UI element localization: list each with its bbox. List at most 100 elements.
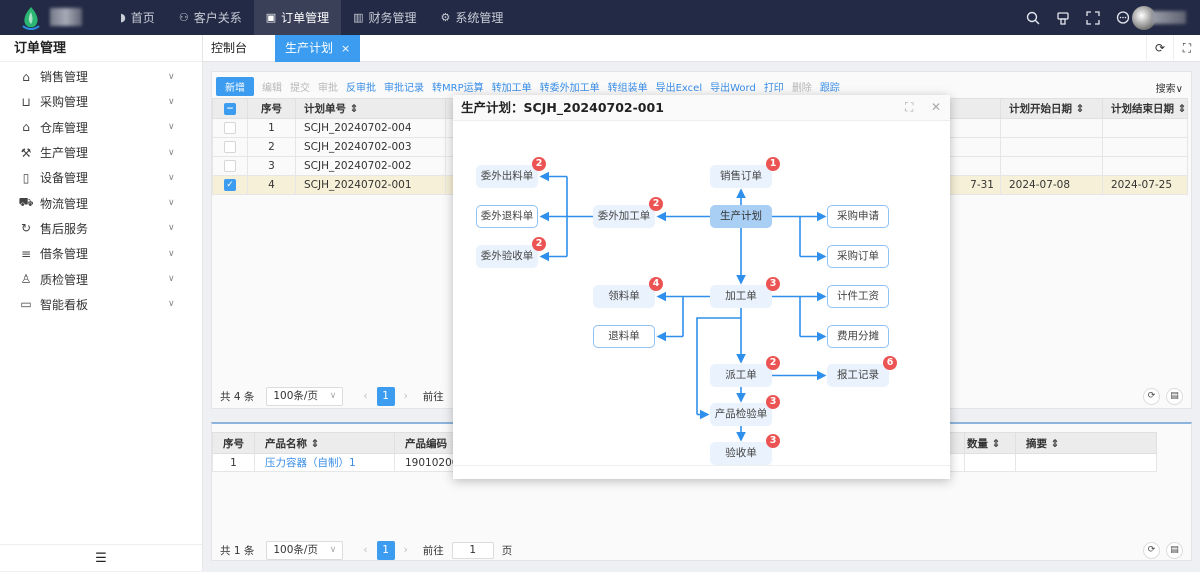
next-page-icon[interactable]: › bbox=[403, 544, 408, 556]
flow-node-pgd[interactable]: 派工单 bbox=[710, 364, 772, 387]
sidebar-item-truck[interactable]: ⛟物流管理∨ bbox=[0, 190, 202, 215]
theme-icon[interactable] bbox=[1056, 11, 1070, 25]
row-select[interactable] bbox=[212, 137, 248, 157]
row-checkbox[interactable] bbox=[224, 160, 236, 172]
tab-console[interactable]: 控制台 bbox=[211, 41, 248, 55]
flow-node-wwys[interactable]: 委外验收单 bbox=[476, 245, 538, 268]
flow-node-fyft[interactable]: 费用分摊 bbox=[827, 325, 889, 348]
flow-node-wwtl[interactable]: 委外退料单 bbox=[476, 205, 538, 228]
toolbar-action[interactable]: 打印 bbox=[763, 83, 784, 94]
row-checkbox[interactable]: ✓ bbox=[224, 179, 236, 191]
sidebar-item-warehouse[interactable]: ⌂仓库管理∨ bbox=[0, 115, 202, 140]
count-badge: 6 bbox=[883, 356, 897, 370]
flow-node-bgjl[interactable]: 报工记录 bbox=[827, 364, 889, 387]
row-checkbox[interactable] bbox=[224, 141, 236, 153]
search-icon[interactable] bbox=[1026, 11, 1040, 25]
sidebar-item-inspector[interactable]: ♙质检管理∨ bbox=[0, 266, 202, 291]
sidebar-item-production[interactable]: ⚒生产管理∨ bbox=[0, 140, 202, 165]
new-button[interactable]: 新增 bbox=[216, 77, 254, 96]
row-select[interactable] bbox=[212, 118, 248, 138]
refresh-icon[interactable]: ⟳ bbox=[1146, 35, 1173, 62]
fullscreen-icon[interactable]: ⛶ bbox=[1173, 35, 1200, 62]
row-checkbox[interactable] bbox=[224, 122, 236, 134]
sidebar-item-device[interactable]: ▯设备管理∨ bbox=[0, 165, 202, 190]
nav-home[interactable]: ◗首页 bbox=[108, 0, 167, 35]
flow-node-lld[interactable]: 领料单 bbox=[593, 285, 655, 308]
flow-node-wwcl[interactable]: 委外出料单 bbox=[476, 165, 538, 188]
page-number[interactable]: 1 bbox=[376, 540, 395, 560]
prev-page-icon[interactable]: ‹ bbox=[363, 544, 368, 556]
flow-node-jjgz[interactable]: 计件工资 bbox=[827, 285, 889, 308]
tab-production-plan[interactable]: 生产计划× bbox=[275, 35, 361, 62]
cell-plan-code[interactable]: SCJH_20240702-002 bbox=[295, 156, 446, 176]
nav-system[interactable]: ⚙系统管理 bbox=[429, 0, 516, 35]
refresh-icon[interactable]: ⟳ bbox=[1143, 388, 1160, 405]
save-icon[interactable]: ▤ bbox=[1166, 542, 1183, 559]
chevron-down-icon: ∨ bbox=[168, 248, 175, 259]
nav-customers[interactable]: ⚇客户关系 bbox=[167, 0, 254, 35]
page-size-select[interactable]: 100条/页∨ bbox=[266, 540, 344, 560]
flow-node-wwjg[interactable]: 委外加工单 bbox=[593, 205, 655, 228]
sidebar-item-sales[interactable]: ⌂销售管理∨ bbox=[0, 64, 202, 89]
toolbar-action[interactable]: 转加工单 bbox=[491, 83, 532, 94]
toolbar-action[interactable]: 导出Word bbox=[710, 83, 756, 94]
save-icon[interactable]: ▤ bbox=[1166, 388, 1183, 405]
nav-orders[interactable]: ▣订单管理 bbox=[253, 0, 342, 35]
col-product-name[interactable]: 产品名称 ⇕ bbox=[254, 432, 395, 454]
cell-product-name[interactable]: 压力容器（自制）1 bbox=[254, 453, 395, 472]
sidebar-item-label: 生产管理 bbox=[40, 146, 89, 161]
toolbar-action[interactable]: 转组装单 bbox=[607, 83, 648, 94]
search-toggle[interactable]: 搜索∨ bbox=[1155, 84, 1183, 95]
next-page-icon[interactable]: › bbox=[403, 390, 408, 402]
toolbar-action[interactable]: 反审批 bbox=[346, 83, 376, 94]
toolbar: 新增 编辑提交审批反审批审批记录转MRP运算转加工单转委外加工单转组装单导出Ex… bbox=[216, 77, 840, 96]
col-code[interactable]: 计划单号 ⇕ bbox=[295, 98, 446, 119]
toolbar-action[interactable]: 导出Excel bbox=[655, 83, 703, 94]
toolbar-action[interactable]: 审批记录 bbox=[384, 83, 424, 94]
close-tab-icon[interactable]: × bbox=[341, 42, 351, 55]
col-end[interactable]: 计划结束日期 ⇕ bbox=[1102, 98, 1188, 119]
flow-node-scjh[interactable]: 生产计划 bbox=[710, 205, 772, 228]
col-summary[interactable]: 摘要 ⇕ bbox=[1015, 432, 1157, 454]
refresh-icon[interactable]: ⟳ bbox=[1143, 542, 1160, 559]
prev-page-icon[interactable]: ‹ bbox=[363, 390, 368, 402]
col-quantity[interactable]: 数量 ⇕ bbox=[964, 432, 1016, 454]
row-select[interactable] bbox=[212, 156, 248, 176]
toolbar-action[interactable]: 跟踪 bbox=[819, 83, 840, 94]
maximize-icon[interactable]: ⛶ bbox=[905, 100, 914, 114]
sidebar-item-cart[interactable]: ⊔采购管理∨ bbox=[0, 89, 202, 114]
count-badge: 3 bbox=[766, 395, 780, 409]
flow-node-cpjy[interactable]: 产品检验单 bbox=[710, 403, 772, 426]
flow-node-cgdd[interactable]: 采购订单 bbox=[827, 245, 889, 268]
username-blurred[interactable] bbox=[1152, 11, 1186, 24]
sidebar-item-label: 设备管理 bbox=[40, 171, 89, 186]
flow-node-ysd[interactable]: 验收单 bbox=[710, 442, 772, 465]
fullscreen-icon[interactable] bbox=[1086, 10, 1100, 25]
flow-node-xsdd[interactable]: 销售订单 bbox=[710, 165, 772, 188]
select-all-checkbox[interactable]: − bbox=[224, 102, 236, 115]
col-start[interactable]: 计划开始日期 ⇕ bbox=[1000, 98, 1103, 119]
toolbar-action[interactable]: 转MRP运算 bbox=[432, 83, 484, 94]
message-icon[interactable] bbox=[1116, 10, 1130, 25]
sidebar-item-note[interactable]: ≡借条管理∨ bbox=[0, 241, 202, 266]
page-size-select[interactable]: 100条/页∨ bbox=[266, 386, 344, 406]
sidebar-item-dashboard[interactable]: ▭智能看板∨ bbox=[0, 292, 202, 317]
page-number[interactable]: 1 bbox=[376, 386, 395, 406]
cell-summary bbox=[1015, 453, 1157, 472]
select-all[interactable]: − bbox=[212, 98, 248, 119]
count-badge: 2 bbox=[649, 197, 663, 211]
nav-finance[interactable]: ▥财务管理 bbox=[341, 0, 428, 35]
flow-node-jgd[interactable]: 加工单 bbox=[710, 285, 772, 308]
toolbar-action[interactable]: 转委外加工单 bbox=[539, 83, 600, 94]
cell-plan-code[interactable]: SCJH_20240702-001 bbox=[295, 175, 446, 195]
row-select[interactable]: ✓ bbox=[212, 175, 248, 195]
collapse-menu-icon[interactable]: ☰ bbox=[0, 544, 202, 571]
cell-plan-code[interactable]: SCJH_20240702-004 bbox=[295, 118, 446, 138]
flow-node-tld[interactable]: 退料单 bbox=[593, 325, 655, 348]
close-icon[interactable]: ✕ bbox=[931, 100, 942, 114]
cell-plan-code[interactable]: SCJH_20240702-003 bbox=[295, 137, 446, 157]
goto-page-input[interactable]: 1 bbox=[451, 541, 494, 559]
sidebar-item-service[interactable]: ↻售后服务∨ bbox=[0, 216, 202, 241]
flow-node-cgsq[interactable]: 采购申请 bbox=[827, 205, 889, 228]
goto-label: 前往 bbox=[422, 544, 444, 557]
